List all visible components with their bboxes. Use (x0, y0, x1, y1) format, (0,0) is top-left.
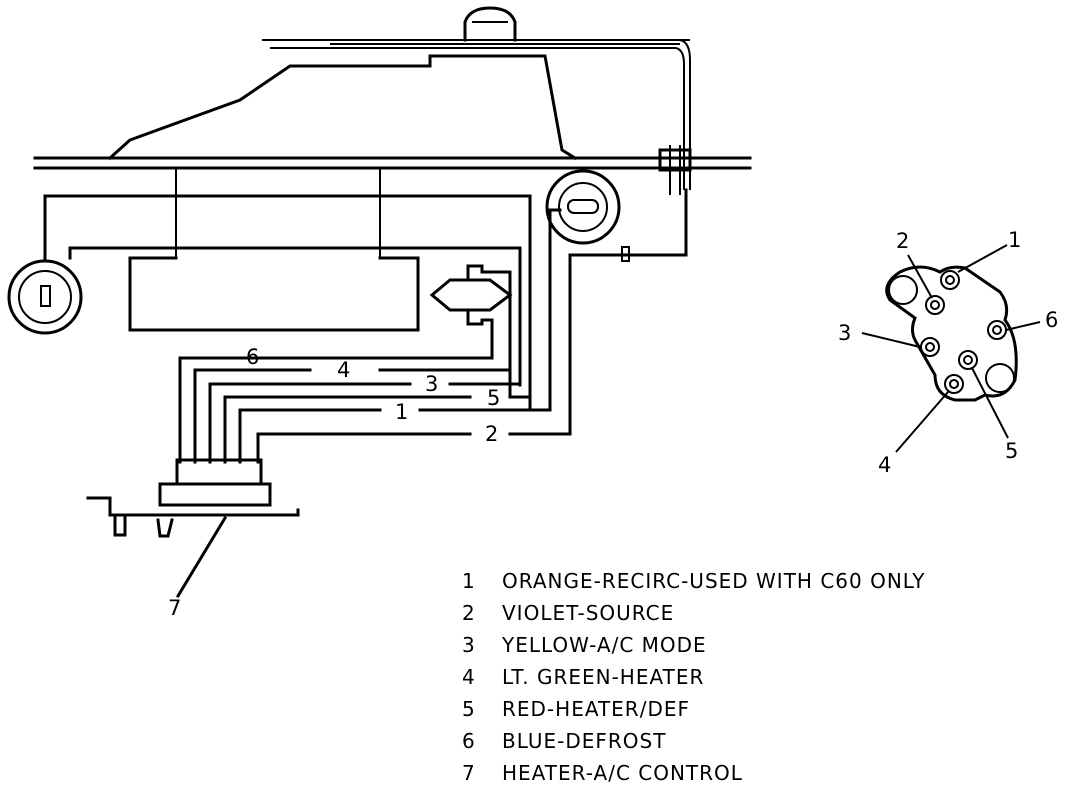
connector-label-5: 5 (1005, 439, 1018, 463)
legend-item: 3 YELLOW-A/C MODE (462, 629, 926, 661)
recirc-actuator (545, 169, 688, 436)
legend-item: 6 BLUE-DEFROST (462, 725, 926, 757)
legend-number: 1 (462, 569, 476, 593)
heater-ac-control (86, 458, 300, 599)
hose-label-6: 6 (246, 345, 259, 369)
legend-text: RED-HEATER/DEF (502, 697, 690, 721)
legend: 1 ORANGE-RECIRC-USED WITH C60 ONLY 2 VIOLE… (462, 565, 926, 789)
control-label-7: 7 (168, 596, 181, 620)
legend-text: VIOLET-SOURCE (502, 601, 675, 625)
connector-label-6: 6 (1045, 308, 1058, 332)
legend-number: 6 (462, 729, 476, 753)
hose-bundle (178, 356, 572, 464)
legend-number: 4 (462, 665, 476, 689)
legend-number: 3 (462, 633, 476, 657)
legend-item: 7 HEATER-A/C CONTROL (462, 757, 926, 789)
legend-number: 2 (462, 601, 476, 625)
connector-label-3: 3 (838, 321, 851, 345)
hvac-housing (33, 54, 752, 332)
legend-number: 5 (462, 697, 476, 721)
left-actuator (7, 194, 532, 412)
hose-label-3: 3 (425, 372, 438, 396)
legend-number: 7 (462, 761, 476, 785)
legend-text: HEATER-A/C CONTROL (502, 761, 743, 785)
connector-label-1: 1 (1008, 228, 1021, 252)
connector-detail (861, 244, 1041, 453)
connector-label-2: 2 (896, 229, 909, 253)
legend-text: BLUE-DEFROST (502, 729, 667, 753)
top-lines (262, 39, 691, 190)
hose-label-5: 5 (487, 386, 500, 410)
legend-text: LT. GREEN-HEATER (502, 665, 705, 689)
connector-label-4: 4 (878, 453, 891, 477)
hose-label-1: 1 (395, 400, 408, 424)
vacuum-diaphragm (429, 264, 513, 399)
top-knob (463, 6, 517, 42)
hose-label-4: 4 (337, 358, 350, 382)
legend-item: 5 RED-HEATER/DEF (462, 693, 926, 725)
legend-text: YELLOW-A/C MODE (502, 633, 707, 657)
legend-item: 4 LT. GREEN-HEATER (462, 661, 926, 693)
legend-item: 2 VIOLET-SOURCE (462, 597, 926, 629)
legend-text: ORANGE-RECIRC-USED WITH C60 ONLY (502, 569, 926, 593)
hose-label-2: 2 (485, 422, 498, 446)
legend-item: 1 ORANGE-RECIRC-USED WITH C60 ONLY (462, 565, 926, 597)
